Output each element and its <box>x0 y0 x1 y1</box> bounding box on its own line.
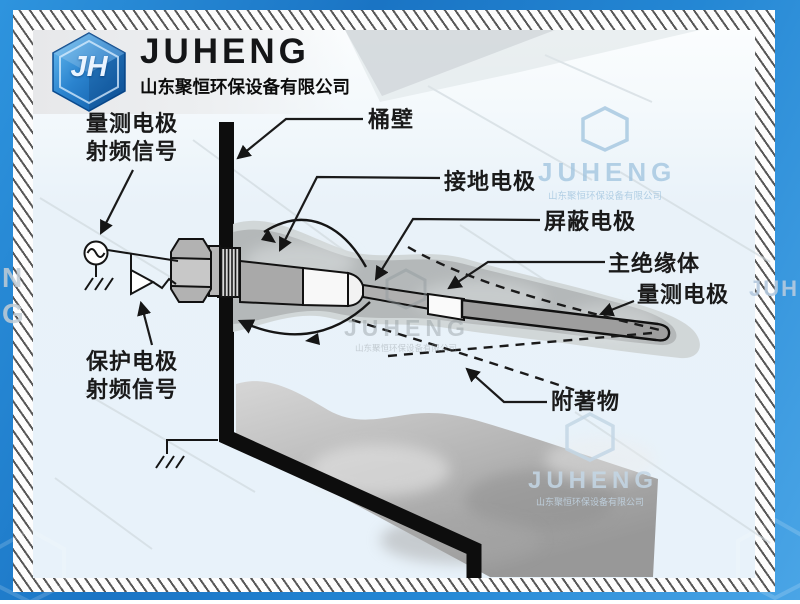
watermark-left-edge-letter: N <box>2 262 23 293</box>
leader-buildup <box>465 367 547 404</box>
field-arc-bottom <box>237 301 371 336</box>
wall-ground-connection <box>155 439 218 469</box>
field-arc-top <box>263 218 368 268</box>
probe-body-insulator <box>302 266 349 308</box>
buildup-boundary-dashed-lines <box>351 245 665 394</box>
field-arrowhead-top <box>261 229 276 243</box>
field-line-arrows <box>237 218 371 345</box>
label-ground-electrode: 接地电极 <box>444 169 537 194</box>
leader-shield-electrode <box>374 217 541 281</box>
leader-ground-electrode <box>279 175 441 252</box>
probe-main-insulator <box>427 292 465 322</box>
label-main-insulator: 主绝缘体 <box>608 251 701 276</box>
sine-wave-icon <box>86 248 106 258</box>
field-arrowhead-bottom-mid <box>305 333 320 345</box>
label-guard-electrode-rf-signal: 保护电极 射频信号 <box>86 348 178 404</box>
label-leader-lines <box>100 117 635 404</box>
label-line: 量测电极 <box>86 111 179 136</box>
brand-monogram: JH <box>70 51 108 83</box>
probe-assembly <box>170 238 671 342</box>
label-line: 保护电极 <box>86 349 179 374</box>
buffer-amplifier-icon <box>130 268 156 296</box>
leader-wall <box>236 117 363 160</box>
leader-guard-rf <box>137 300 154 346</box>
rf-source-circuit <box>83 240 179 296</box>
leader-main-insulator <box>447 260 605 290</box>
label-tank-wall: 桶壁 <box>368 107 415 132</box>
probe-body-ground-electrode <box>239 259 304 307</box>
label-line: 射频信号 <box>86 377 179 402</box>
probe-hex-nut-facet <box>172 258 210 286</box>
border-watermark-hex-bottom-right <box>736 518 800 600</box>
brand-hexagon-logo-icon <box>52 32 126 112</box>
brand-name: JUHENG <box>140 32 310 71</box>
leader-measure-rf <box>100 169 134 235</box>
watermark-left-edge-letter: G <box>2 298 24 329</box>
label-measure-electrode-rf-signal: 量测电极 射频信号 <box>86 110 178 166</box>
leader-measure-electrode <box>599 299 635 317</box>
top-gray-wedges <box>345 30 700 102</box>
probe-measure-electrode <box>460 298 671 342</box>
ground-symbol-source <box>84 277 114 291</box>
label-buildup: 附著物 <box>551 389 621 414</box>
label-measure-electrode: 量测电极 <box>637 282 730 307</box>
ground-symbol-wall <box>155 455 185 469</box>
label-line: 射频信号 <box>86 139 179 164</box>
brand-company-name: 山东聚恒环保设备有限公司 <box>140 77 350 97</box>
label-shield-electrode: 屏蔽电极 <box>544 209 637 234</box>
